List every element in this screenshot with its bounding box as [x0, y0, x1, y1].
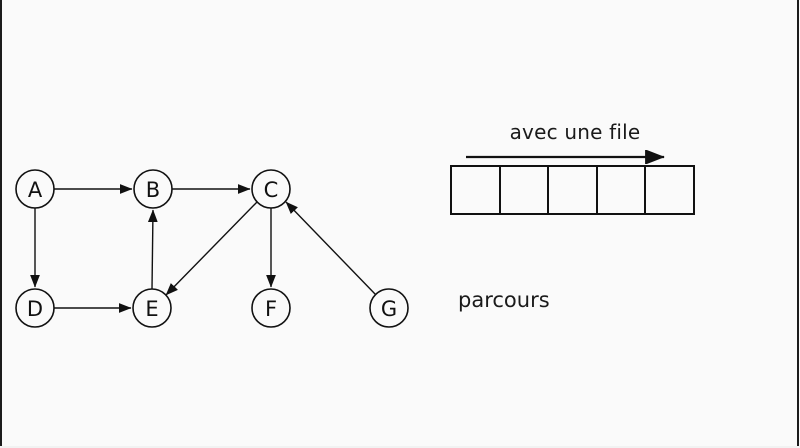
- graph-node-c[interactable]: C: [251, 169, 291, 209]
- edge-g-to-c: [285, 201, 377, 296]
- queue-caption: avec une file: [509, 120, 641, 144]
- graph-node-g-label: G: [381, 297, 397, 321]
- graph-node-d[interactable]: D: [15, 288, 55, 328]
- queue-panel: avec une file: [450, 120, 700, 220]
- graph-node-g[interactable]: G: [369, 288, 409, 328]
- graph-node-e-label: E: [145, 297, 158, 321]
- parcours-label: parcours: [458, 288, 550, 312]
- directed-graph: A B C D E F G: [15, 169, 409, 328]
- queue-cell[interactable]: [501, 167, 550, 213]
- graph-node-e[interactable]: E: [132, 288, 172, 328]
- queue-box[interactable]: [450, 165, 695, 215]
- right-border-line: [797, 0, 799, 448]
- edge-e-to-b: [147, 209, 158, 290]
- queue-direction-arrow-icon: [466, 150, 665, 164]
- queue-cell[interactable]: [646, 167, 693, 213]
- left-border-line: [0, 0, 2, 448]
- graph-node-b[interactable]: B: [133, 169, 173, 209]
- graph-node-f-label: F: [265, 297, 277, 321]
- graph-node-b-label: B: [146, 178, 160, 202]
- edge-c-to-e: [165, 201, 258, 296]
- graph-node-a[interactable]: A: [15, 169, 55, 209]
- queue-cell[interactable]: [549, 167, 598, 213]
- queue-cell[interactable]: [598, 167, 647, 213]
- graph-node-c-label: C: [264, 178, 279, 202]
- graph-node-d-label: D: [27, 297, 43, 321]
- bottom-border-line: [0, 446, 800, 448]
- queue-cell[interactable]: [452, 167, 501, 213]
- graph-node-a-label: A: [28, 178, 43, 202]
- graph-node-f[interactable]: F: [251, 288, 291, 328]
